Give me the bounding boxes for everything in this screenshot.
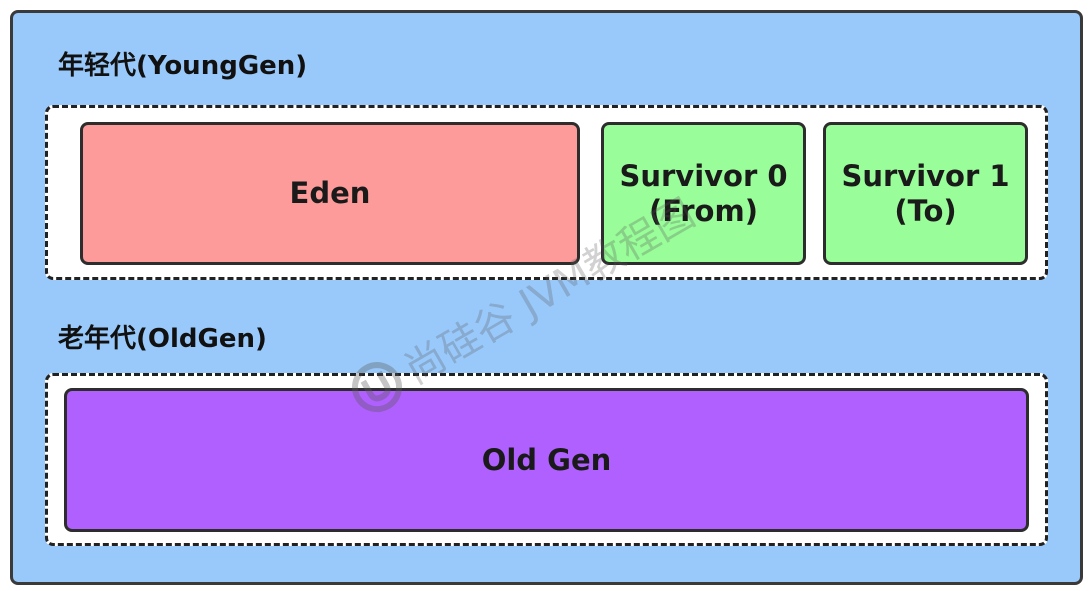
old-gen-label: Old Gen bbox=[481, 442, 612, 477]
survivor-1-block: Survivor 1 (To) bbox=[823, 122, 1028, 265]
survivor-1-label: Survivor 1 bbox=[841, 159, 1010, 194]
survivor-1-role: (To) bbox=[894, 193, 957, 228]
young-generation-label: 年轻代(YoungGen) bbox=[58, 51, 308, 81]
old-generation-label: 老年代(OldGen) bbox=[58, 324, 267, 354]
survivor-0-block: Survivor 0 (From) bbox=[601, 122, 806, 265]
eden-block: Eden bbox=[80, 122, 580, 265]
old-gen-block: Old Gen bbox=[64, 388, 1029, 532]
survivor-0-label: Survivor 0 bbox=[619, 159, 788, 194]
survivor-0-role: (From) bbox=[649, 193, 758, 228]
eden-label: Eden bbox=[289, 176, 371, 211]
